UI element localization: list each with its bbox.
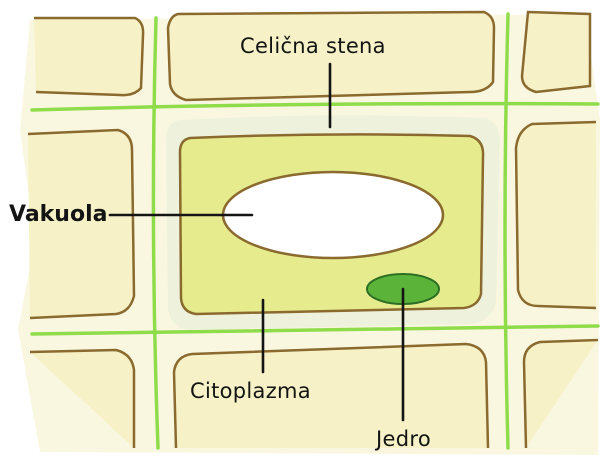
neighbor-cell-right	[516, 122, 596, 308]
label-cytoplasm: Citoplazma	[190, 379, 311, 403]
neighbor-cell-top-left	[34, 18, 143, 95]
label-nucleus: Jedro	[376, 427, 431, 451]
vacuole	[223, 172, 443, 258]
label-vacuole: Vakuola	[9, 203, 107, 227]
neighbor-cell-top-right	[522, 12, 590, 92]
label-cell-wall: Celična stena	[240, 34, 386, 58]
